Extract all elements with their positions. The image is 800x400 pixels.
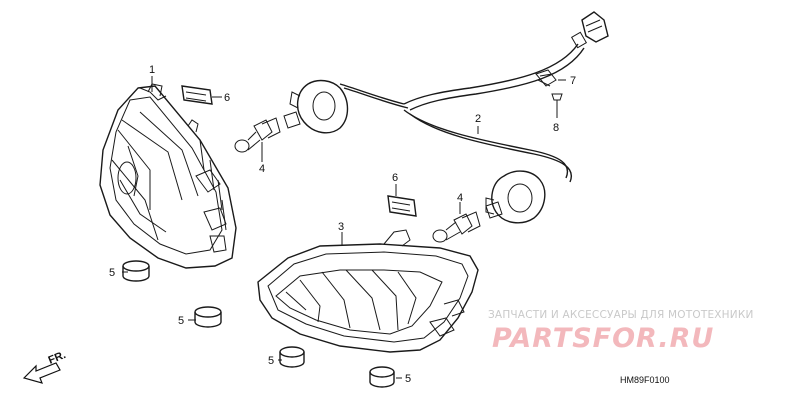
watermark-tagline: ЗАПЧАСТИ И АКСЕССУАРЫ ДЛЯ МОТОТЕХНИКИ: [488, 309, 754, 321]
callout-5-d: 5: [405, 373, 411, 385]
screw: [551, 93, 563, 108]
watermark-logo: PARTSFOR.RU: [492, 323, 714, 354]
callout-3: 3: [338, 221, 344, 233]
callout-6-upper: 6: [224, 92, 230, 104]
cushion-2: [194, 306, 222, 328]
leader-lines: [122, 76, 566, 379]
cushion-3: [279, 346, 305, 368]
grommet-lower: [387, 195, 417, 217]
callout-7: 7: [570, 75, 576, 87]
watermark: ЗАПЧАСТИ И АКСЕССУАРЫ ДЛЯ МОТОТЕХНИКИ PA…: [488, 309, 754, 354]
callout-5-a: 5: [109, 267, 115, 279]
cushion-4: [369, 366, 395, 388]
callout-5-c: 5: [268, 355, 274, 367]
clip: [535, 69, 557, 87]
callout-5-b: 5: [178, 315, 184, 327]
diagram-code: HM89F0100: [620, 375, 670, 385]
callout-1: 1: [149, 64, 155, 76]
cushion-1: [122, 260, 150, 282]
headlight-left: [99, 83, 237, 269]
callout-8: 8: [553, 122, 559, 134]
bulb-lower: [432, 201, 503, 243]
callout-4-upper: 4: [259, 163, 265, 175]
callout-4-lower: 4: [457, 192, 463, 204]
wire-harness: [289, 11, 609, 224]
grommet-upper: [181, 85, 213, 105]
callout-6-lower: 6: [392, 172, 398, 184]
bulb-upper: [234, 111, 301, 153]
headlight-right: [257, 229, 479, 353]
front-direction-arrow: FR.: [22, 349, 68, 384]
callout-2: 2: [475, 113, 481, 125]
front-direction-label: FR.: [47, 349, 68, 367]
